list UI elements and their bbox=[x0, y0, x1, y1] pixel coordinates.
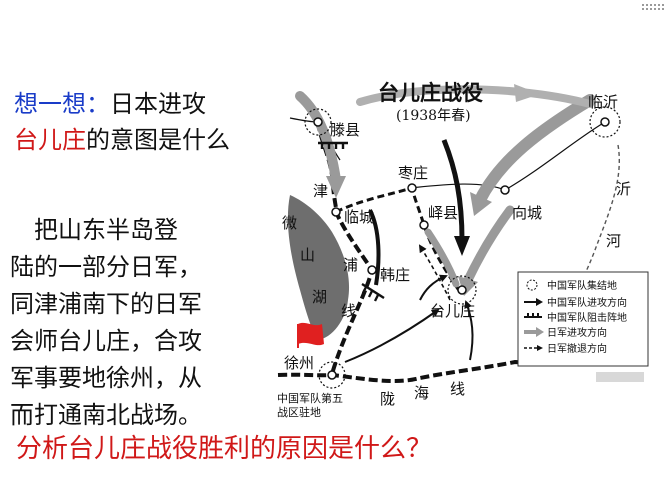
legend-item: 日军进攻方向 bbox=[547, 326, 607, 339]
corner-dots bbox=[642, 4, 664, 10]
legend-arrowhead bbox=[536, 327, 544, 337]
cn-advance-south bbox=[419, 274, 448, 301]
legend-item: 中国军队进攻方向 bbox=[547, 296, 627, 309]
answer-line: 军事要地徐州，从 bbox=[10, 364, 202, 392]
label-hu: 湖 bbox=[312, 288, 327, 306]
blocking-position bbox=[361, 282, 385, 302]
label-long: 陇 bbox=[380, 390, 395, 408]
label-lincheng: 临城 bbox=[344, 208, 374, 226]
cn-advance-xuzhou bbox=[344, 308, 440, 363]
legend-assembly-symbol bbox=[526, 279, 538, 291]
cn-arrowhead bbox=[454, 236, 470, 256]
jp-arrowhead bbox=[326, 176, 346, 198]
node-tengxian bbox=[304, 108, 332, 136]
node-xuzhou bbox=[318, 361, 346, 389]
label-hai: 海 bbox=[414, 384, 429, 402]
answer-line: 同津浦南下的日军 bbox=[10, 290, 202, 318]
label-pu: 浦 bbox=[343, 256, 358, 274]
highlight-taierzhuang: 台儿庄 bbox=[14, 126, 86, 154]
answer-text: 把山东半岛登 陆的一部分日军， 同津浦南下的日军 会师台儿庄，合攻 军事要地徐州… bbox=[10, 212, 255, 434]
jp-arrowhead bbox=[514, 84, 540, 102]
flag-icon bbox=[297, 322, 324, 348]
cn-advance-east bbox=[464, 300, 474, 361]
label-xuzhou: 徐州 bbox=[284, 354, 314, 372]
label-xian2: 线 bbox=[450, 380, 465, 398]
node-lincheng bbox=[331, 207, 341, 217]
answer-line: 会师台儿庄，合攻 bbox=[10, 327, 202, 355]
question-1-text-a: 日本进攻 bbox=[110, 90, 206, 118]
jp-advance-linyi-east bbox=[474, 94, 596, 206]
question-1: 想一想：日本进攻 台儿庄的意图是什么 bbox=[14, 86, 230, 158]
question-2: 分析台儿庄战役胜利的原因是什么？ bbox=[16, 434, 433, 464]
map-subtitle: (1938年春) bbox=[396, 108, 471, 124]
weishan-lake bbox=[287, 195, 350, 340]
legend-arrowhead bbox=[537, 345, 543, 351]
blocking-position bbox=[318, 141, 348, 149]
answer-line: 把山东半岛登 bbox=[10, 216, 178, 244]
label-xian: 线 bbox=[341, 302, 356, 320]
legend-blocking-symbol bbox=[524, 313, 542, 318]
answer-line: 而打通南北战场。 bbox=[10, 401, 202, 429]
label-hanzhuang: 韩庄 bbox=[380, 266, 410, 284]
legend-item: 中国军队集结地 bbox=[547, 279, 617, 292]
node-taierzhuang bbox=[447, 275, 477, 305]
edge-mark bbox=[596, 372, 644, 382]
legend-item: 中国军队阻击阵地 bbox=[547, 311, 627, 324]
yi-river bbox=[539, 144, 620, 339]
cn-advance-lincheng bbox=[368, 209, 381, 286]
label-wei: 微 bbox=[282, 214, 297, 232]
node-linyi bbox=[589, 106, 621, 138]
jp-retreat bbox=[418, 244, 451, 301]
node-hanzhuang bbox=[367, 265, 377, 275]
legend-arrowhead bbox=[536, 298, 543, 306]
question-1-line-1: 想一想：日本进攻 bbox=[14, 86, 230, 122]
node-yixian bbox=[419, 220, 429, 230]
map-title: 台儿庄战役 bbox=[378, 81, 483, 105]
battle-map: 台儿庄战役 (1938年春) 滕县 临沂 枣庄 峄县 临城 向城 韩庄 台儿庄 … bbox=[277, 81, 649, 419]
hq-label-line-2: 战区驻地 bbox=[277, 405, 321, 419]
legend-item: 日军撤退方向 bbox=[547, 342, 607, 355]
jp-advance-tengxian bbox=[295, 91, 341, 185]
label-he: 河 bbox=[606, 232, 621, 250]
jp-advance-linyi-north bbox=[356, 85, 594, 108]
jp-advance-yixian bbox=[424, 228, 460, 288]
hq-label-line-1: 中国军队第五 bbox=[277, 391, 343, 405]
jp-arrowhead bbox=[470, 192, 492, 216]
question-1-line-2: 台儿庄的意图是什么 bbox=[14, 122, 230, 158]
longhai-railway bbox=[277, 359, 525, 384]
label-tengxian: 滕县 bbox=[330, 121, 360, 139]
label-shan: 山 bbox=[300, 246, 315, 264]
answer-line: 陆的一部分日军， bbox=[10, 253, 202, 281]
branch-railway bbox=[335, 186, 462, 293]
label-yixian: 峄县 bbox=[428, 204, 458, 222]
map-legend: 中国军队集结地 中国军队进攻方向 中国军队阻击阵地 日军进攻方向 日军撤退方向 bbox=[517, 271, 649, 367]
label-xiangcheng: 向城 bbox=[512, 204, 542, 222]
label-zaozhuang: 枣庄 bbox=[398, 164, 428, 182]
jp-advance-taierzhuang bbox=[463, 205, 515, 285]
think-prompt: 想一想： bbox=[14, 90, 110, 118]
cn-advance-left bbox=[441, 139, 465, 241]
label-linyi: 临沂 bbox=[588, 93, 618, 111]
label-taierzhuang: 台儿庄 bbox=[430, 302, 475, 320]
question-1-text-b: 的意图是什么 bbox=[86, 126, 230, 154]
node-zaozhuang bbox=[407, 183, 417, 193]
label-jin: 津 bbox=[313, 182, 328, 200]
node-xiangcheng bbox=[500, 185, 510, 195]
label-yi: 沂 bbox=[616, 180, 631, 198]
